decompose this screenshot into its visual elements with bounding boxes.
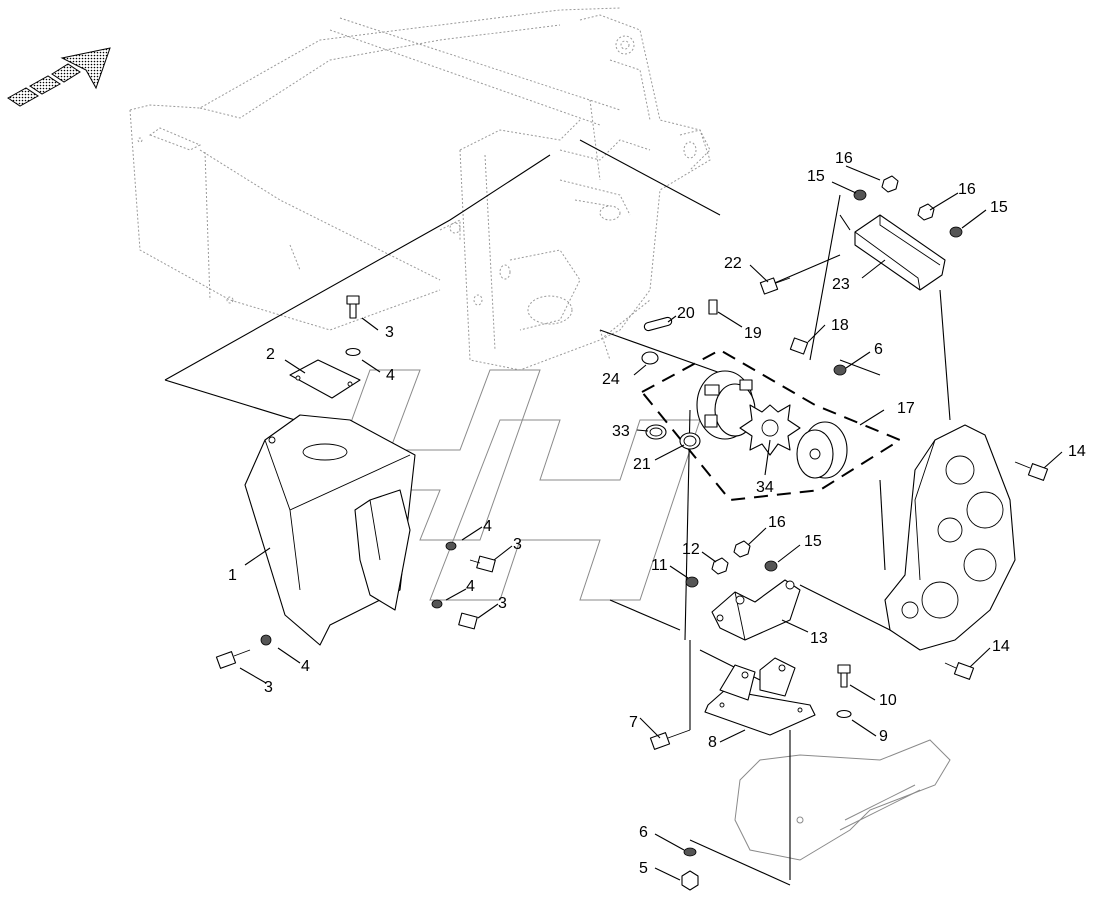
washer-6-bottom xyxy=(683,847,697,857)
callout-24: 24 xyxy=(602,371,620,388)
washer-4-top xyxy=(345,347,361,357)
callout-21: 21 xyxy=(633,456,651,473)
callout-9: 9 xyxy=(879,728,888,745)
callout-6-bottom: 6 xyxy=(639,824,648,841)
callout-23: 23 xyxy=(832,276,850,293)
cover-plate xyxy=(289,359,361,399)
washer-4-mid xyxy=(445,541,457,551)
callout-3-lower: 3 xyxy=(498,595,507,612)
callout-13: 13 xyxy=(810,630,828,647)
washer-9 xyxy=(836,709,852,719)
callout-2: 2 xyxy=(266,346,275,363)
bolt-3-lower xyxy=(458,612,478,630)
washer-6-top xyxy=(833,364,847,376)
machine-frame-outline xyxy=(129,7,711,371)
washer-24 xyxy=(641,351,659,365)
bolt-3-left xyxy=(215,649,251,669)
callout-leaders xyxy=(239,165,1063,881)
callout-16-c: 16 xyxy=(768,514,786,531)
callout-18: 18 xyxy=(831,317,849,334)
callout-16-b: 16 xyxy=(958,181,976,198)
grease-nipple-19 xyxy=(708,299,718,315)
bearing-21 xyxy=(679,432,701,450)
bracket-13 xyxy=(711,579,801,641)
bolt-18 xyxy=(789,337,809,355)
callout-12: 12 xyxy=(682,541,700,558)
callout-15-c: 15 xyxy=(804,533,822,550)
callout-17: 17 xyxy=(897,400,915,417)
callout-22: 22 xyxy=(724,255,742,272)
bolt-14-a xyxy=(1014,461,1049,481)
nut-16-a xyxy=(881,175,899,193)
bolt-22 xyxy=(759,277,791,295)
callout-labels: 1 2 3 4 4 3 4 3 4 3 16 15 16 15 22 23 20… xyxy=(228,150,1086,877)
washer-15-c xyxy=(764,560,778,572)
washer-11 xyxy=(685,576,699,588)
motor-flange xyxy=(884,424,1016,651)
callout-10: 10 xyxy=(879,692,897,709)
callout-14-a: 14 xyxy=(1068,443,1086,460)
callout-14-b: 14 xyxy=(992,638,1010,655)
callout-8: 8 xyxy=(708,734,717,751)
coupling-half-left xyxy=(696,370,756,440)
coupling-half-right xyxy=(796,421,848,479)
nut-16-c xyxy=(733,540,751,558)
bracket-8 xyxy=(704,657,816,736)
callout-34: 34 xyxy=(756,479,774,496)
callout-19: 19 xyxy=(744,325,762,342)
callout-15-a: 15 xyxy=(807,168,825,185)
washer-15-a xyxy=(853,189,867,201)
nut-16-b xyxy=(917,203,935,221)
washer-4-left xyxy=(260,634,272,646)
callout-33: 33 xyxy=(612,423,630,440)
callout-1: 1 xyxy=(228,567,237,584)
callout-3-top: 3 xyxy=(385,324,394,341)
bolt-10 xyxy=(837,664,851,688)
callout-15-b: 15 xyxy=(990,199,1008,216)
guard-housing xyxy=(244,414,416,646)
callout-20: 20 xyxy=(677,305,695,322)
callout-3-mid: 3 xyxy=(513,536,522,553)
direction-arrow-icon xyxy=(7,47,111,107)
callout-3-left: 3 xyxy=(264,679,273,696)
callout-7: 7 xyxy=(629,714,638,731)
washer-15-b xyxy=(949,226,963,238)
spider-34 xyxy=(739,404,801,456)
key-20 xyxy=(643,316,673,332)
nut-5 xyxy=(681,870,699,891)
bolt-3-mid xyxy=(469,555,496,573)
bolt-3-top xyxy=(346,295,360,319)
callout-11: 11 xyxy=(651,557,668,574)
callout-16-a: 16 xyxy=(835,150,853,167)
bolt-7 xyxy=(649,729,691,750)
gearbox-outline xyxy=(734,739,951,861)
callout-4-lower: 4 xyxy=(466,578,475,595)
callout-4-left: 4 xyxy=(301,658,310,675)
callout-4-top: 4 xyxy=(386,367,395,384)
bracket-23 xyxy=(854,214,946,291)
washer-33 xyxy=(645,424,667,440)
bolt-14-b xyxy=(944,662,975,680)
callout-5: 5 xyxy=(639,860,648,877)
callout-6-top: 6 xyxy=(874,341,883,358)
callout-4-mid: 4 xyxy=(483,518,492,535)
washer-4-lower xyxy=(431,599,443,609)
